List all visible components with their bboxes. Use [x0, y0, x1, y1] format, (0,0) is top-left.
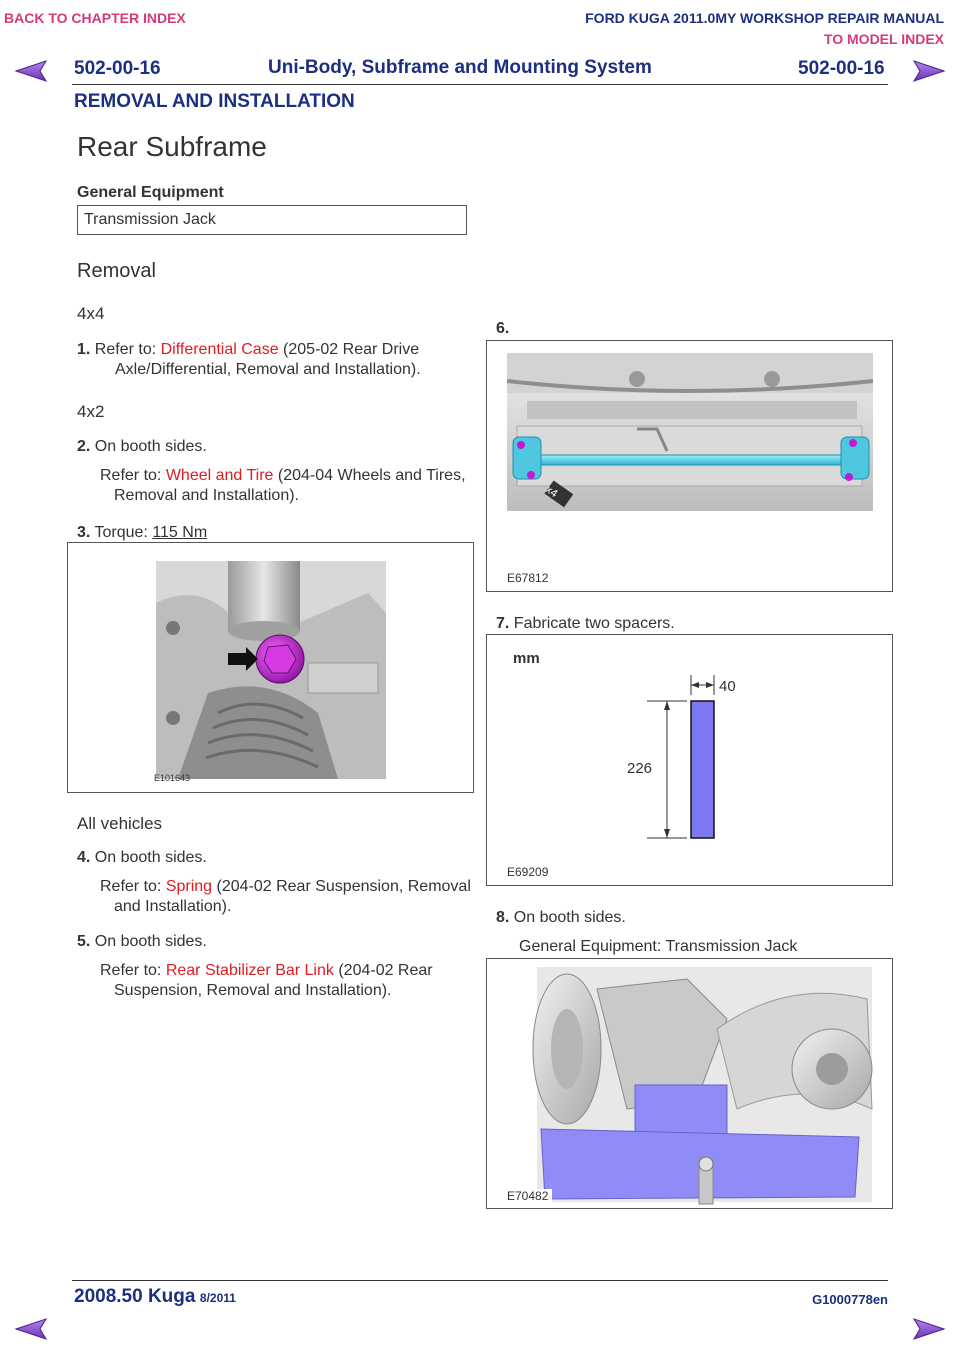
section-heading: REMOVAL AND INSTALLATION [74, 91, 355, 112]
step-7: 7. Fabricate two spacers. [496, 615, 675, 632]
torque-value: 115 Nm [152, 524, 208, 541]
figure-label: E67812 [507, 571, 549, 585]
figure-e70482: E70482 [486, 958, 893, 1209]
section-code-right: 502-00-16 [798, 58, 885, 79]
width-dimension: 40 [719, 678, 736, 695]
footer-next-arrow-icon[interactable] [912, 1318, 946, 1340]
step-4-ref: Refer to: Spring (204-02 Rear Suspension… [100, 878, 471, 915]
footer-model: 2008.50 Kuga 8/2011 [74, 1286, 236, 1307]
footer-doc-id: G1000778en [812, 1292, 888, 1307]
height-dimension: 226 [627, 759, 653, 779]
figure-label: E70482 [507, 1189, 553, 1203]
step-2-ref: Refer to: Wheel and Tire (204-04 Wheels … [100, 467, 466, 504]
subheading-4x2: 4x2 [77, 402, 105, 421]
x4-tag: x4 [543, 484, 559, 500]
subheading-all-vehicles: All vehicles [77, 814, 163, 833]
footer-rule [72, 1280, 888, 1281]
link-differential-case[interactable]: Differential Case [160, 341, 279, 358]
subheading-4x4: 4x4 [77, 304, 105, 323]
manual-title: FORD KUGA 2011.0MY WORKSHOP REPAIR MANUA… [585, 10, 944, 26]
figure-e69209: mm 40 226 E69209 [486, 634, 893, 886]
back-to-chapter-index-link[interactable]: BACK TO CHAPTER INDEX [4, 10, 186, 26]
link-rear-stabilizer-bar-link[interactable]: Rear Stabilizer Bar Link [165, 962, 334, 979]
step-8-equipment: General Equipment: Transmission Jack [519, 938, 798, 955]
knuckle-bolt-illustration [156, 561, 386, 779]
header-rule [72, 84, 888, 85]
general-equipment-table: Transmission Jack [77, 205, 467, 235]
to-model-index-link[interactable]: TO MODEL INDEX [823, 31, 944, 47]
link-wheel-and-tire[interactable]: Wheel and Tire [165, 467, 274, 484]
general-equipment-label: General Equipment [77, 184, 224, 201]
step-4: 4. On booth sides. [77, 849, 207, 866]
step-2: 2. On booth sides. [77, 438, 207, 455]
next-page-arrow-icon[interactable] [912, 60, 946, 82]
figure-label: E101643 [154, 773, 191, 783]
removal-heading: Removal [77, 260, 156, 282]
unit-label: mm [513, 650, 540, 667]
stabilizer-bar-illustration: x4 [506, 353, 874, 511]
step-6: 6. [496, 320, 510, 337]
previous-page-arrow-icon[interactable] [14, 60, 48, 82]
general-equipment-item: Transmission Jack [84, 211, 216, 228]
step-3: 3. Torque: 115 Nm [77, 524, 208, 541]
doc-title: Rear Subframe [77, 131, 267, 162]
step-5: 5. On booth sides. [77, 933, 207, 950]
figure-e101643: E101643 [67, 542, 474, 793]
step-8: 8. On booth sides. [496, 909, 626, 926]
section-title: Uni-Body, Subframe and Mounting System [268, 57, 652, 78]
figure-e67812: x4 E67812 [486, 340, 893, 592]
spacer-drawing [647, 675, 715, 839]
figure-label: E69209 [507, 865, 549, 879]
step-1: 1. Refer to: Differential Case (205-02 R… [77, 341, 421, 378]
step-5-ref: Refer to: Rear Stabilizer Bar Link (204-… [100, 962, 433, 999]
transmission-jack-illustration [532, 967, 873, 1205]
section-code-left: 502-00-16 [74, 58, 161, 79]
spacer-block [690, 700, 715, 839]
footer-previous-arrow-icon[interactable] [14, 1318, 48, 1340]
link-spring[interactable]: Spring [165, 878, 213, 895]
